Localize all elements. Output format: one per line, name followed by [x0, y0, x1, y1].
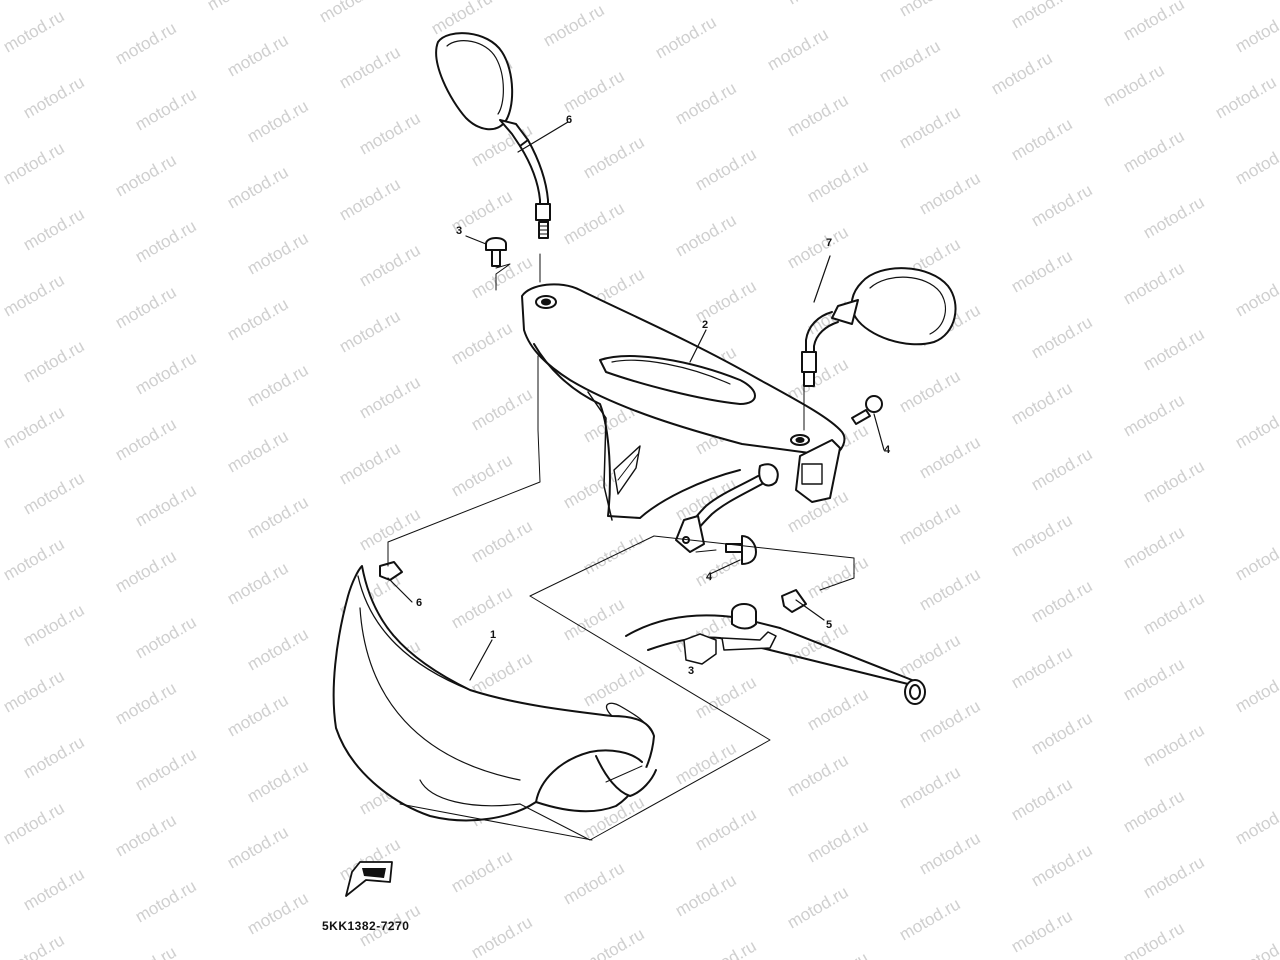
front-direction-arrow-icon — [345, 861, 393, 897]
diagram-code: 5KK1382-7270 — [322, 919, 410, 933]
callout-6-left: 6 — [416, 597, 423, 609]
left-mirror — [435, 32, 551, 239]
cap-bolt-handlebar — [731, 603, 757, 630]
callout-2: 2 — [702, 319, 709, 331]
callout-1: 1 — [490, 629, 497, 641]
handlebar-tube — [625, 614, 926, 705]
handlebar-upper-cover — [521, 283, 846, 521]
callout-4-right: 4 — [884, 444, 891, 456]
callout-4-lower: 4 — [706, 571, 713, 583]
callout-3-lower: 3 — [688, 665, 695, 677]
callout-7: 7 — [826, 237, 833, 249]
handlebar-lower-cover — [332, 565, 657, 822]
bolt-3-top — [485, 237, 507, 267]
leader-lines — [387, 121, 885, 681]
assembly-lines — [387, 253, 855, 841]
bolt-4-right — [851, 395, 883, 425]
nut-5 — [781, 589, 807, 613]
right-mirror — [801, 267, 957, 387]
bolt-4-lower — [725, 535, 757, 565]
callout-3-top: 3 — [456, 225, 463, 237]
callout-6-top: 6 — [566, 114, 573, 126]
callout-5: 5 — [826, 619, 833, 631]
nut-6-left — [379, 561, 403, 581]
